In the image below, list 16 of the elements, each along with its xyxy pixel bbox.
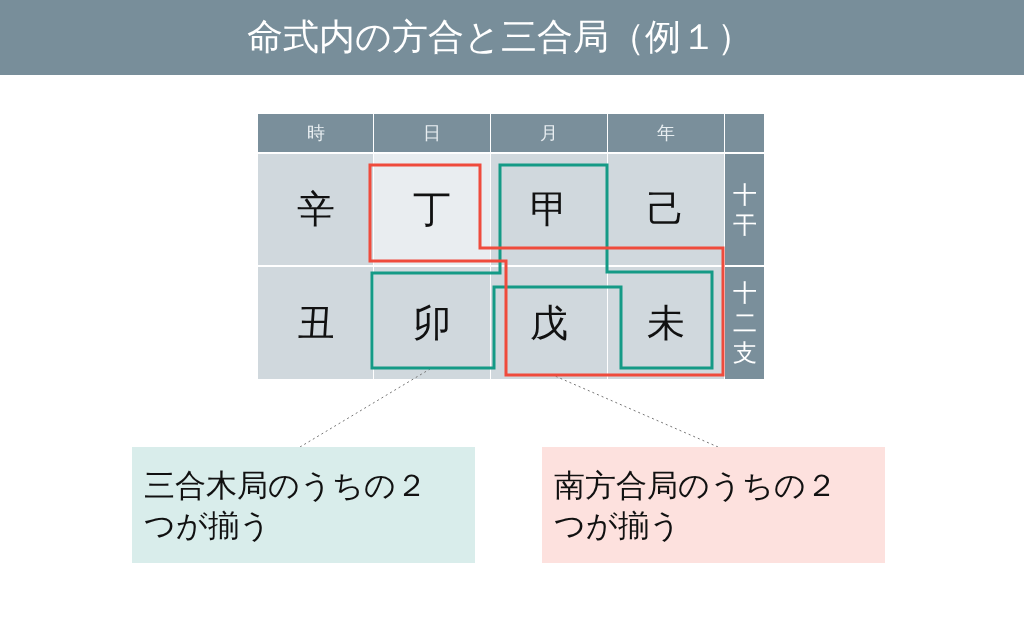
header-cell: 時 bbox=[258, 114, 373, 152]
row-header-cell: 十二支 bbox=[725, 267, 764, 379]
header-cell: 年 bbox=[608, 114, 724, 152]
table-cell: 己 bbox=[608, 154, 724, 265]
row-header-cell: 十干 bbox=[725, 154, 764, 265]
table-cell: 丁 bbox=[374, 154, 490, 265]
callout-box: 三合木局のうちの２つが揃う bbox=[132, 447, 475, 563]
header-cell: 日 bbox=[374, 114, 490, 152]
callout-box: 南方合局のうちの２つが揃う bbox=[542, 447, 885, 563]
title-bar: 命式内の方合と三合局（例１） bbox=[0, 0, 1024, 75]
table-cell: 卯 bbox=[374, 267, 490, 379]
header-cell: 月 bbox=[491, 114, 607, 152]
table-cell: 辛 bbox=[258, 154, 373, 265]
table-cell: 戊 bbox=[491, 267, 607, 379]
table-cell: 丑 bbox=[258, 267, 373, 379]
table-cell: 甲 bbox=[491, 154, 607, 265]
